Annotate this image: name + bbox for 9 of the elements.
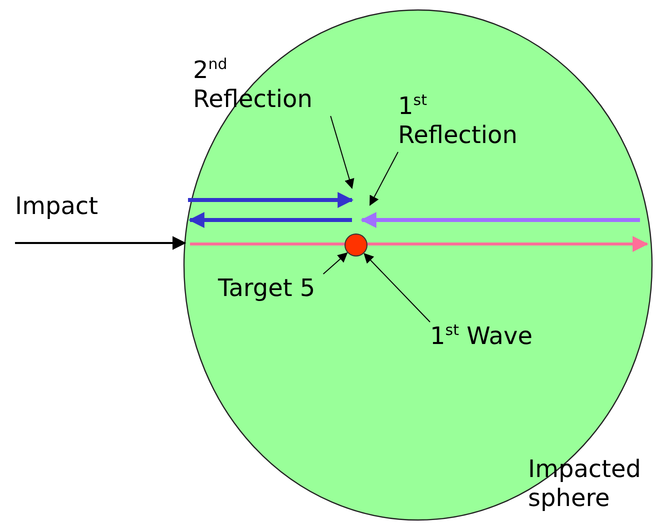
text-label: 1$^{st}$ Reflection (398, 92, 548, 152)
leader-line (322, 252, 348, 274)
leader-line (330, 116, 354, 189)
text-label: Impact (15, 192, 125, 243)
text-label: Target 5 (218, 274, 348, 306)
arrow (15, 236, 186, 250)
leader-line (364, 252, 430, 322)
leader-line (370, 152, 398, 206)
text-label: 1$^{st}$ Wave (430, 322, 570, 358)
